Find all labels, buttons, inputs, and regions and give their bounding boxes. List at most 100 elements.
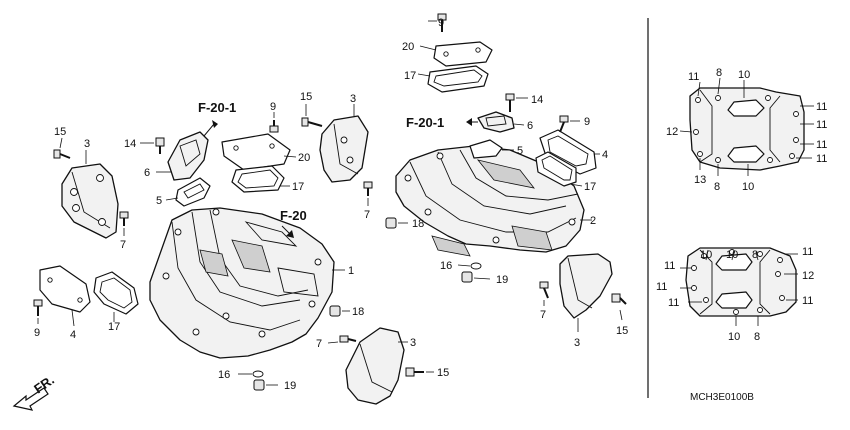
bolt-7-right — [539, 281, 549, 306]
callout-3-left: 3 — [84, 138, 90, 150]
inset-top-8-b: 8 — [714, 181, 720, 193]
bolt-9-mid — [269, 112, 279, 133]
grommet-19-right — [461, 271, 491, 283]
part-3-side-cover-right — [559, 253, 613, 332]
callout-7-bottom: 7 — [316, 338, 322, 350]
inset-bottom-12: 12 — [802, 270, 814, 282]
part-4-plate-left — [39, 265, 91, 327]
bolt-14-left — [140, 137, 165, 154]
inset-top-11-c: 11 — [816, 119, 827, 131]
inset-top-10-b: 10 — [742, 181, 754, 193]
callout-17-left: 17 — [108, 321, 120, 333]
callout-19-bottom: 19 — [284, 380, 296, 392]
ref-label-f201-right: F-20-1 — [406, 115, 444, 130]
callout-3-right: 3 — [574, 337, 580, 349]
inset-bottom-11-e: 11 — [802, 295, 813, 307]
bolt-7-center — [363, 181, 373, 206]
inset-bottom-10-c: 10 — [728, 331, 740, 343]
callout-15-bottom: 15 — [437, 367, 449, 379]
callout-20-top: 20 — [402, 41, 414, 53]
bolt-9-right — [559, 115, 580, 133]
callout-14-right: 14 — [531, 94, 543, 106]
bolt-15-right — [611, 293, 627, 321]
inset-bottom-11-b: 11 — [802, 246, 813, 258]
part-20-plate-mid — [221, 133, 297, 171]
callout-4-right: 4 — [602, 149, 608, 161]
callout-5-left: 5 — [156, 195, 162, 207]
callout-2: 2 — [590, 215, 596, 227]
front-label: FR. — [31, 372, 57, 396]
callout-9-left: 9 — [34, 327, 40, 339]
callout-5-right: 5 — [517, 145, 523, 157]
callout-17-right: 17 — [584, 181, 596, 193]
bolt-14-right — [505, 93, 528, 112]
inset-top-cover — [679, 77, 814, 176]
diagram-code: MCH3E0100B — [690, 392, 754, 403]
part-1-cover — [149, 207, 345, 359]
callout-1: 1 — [348, 265, 354, 277]
bolt-7-left — [119, 211, 129, 236]
inset-bottom-8-b: 8 — [754, 331, 760, 343]
inset-bottom-8-a: 8 — [752, 249, 758, 261]
inset-bottom-cover — [680, 247, 798, 326]
callout-9-right: 9 — [584, 116, 590, 128]
part-20-plate-top — [419, 41, 493, 67]
callout-3-bottom: 3 — [410, 337, 416, 349]
washer-16-right — [457, 262, 482, 270]
bolt-15-top — [301, 104, 323, 127]
part-17-gasket-right — [535, 151, 583, 187]
callout-14-left: 14 — [124, 138, 136, 150]
part-5-cap-right — [469, 139, 514, 159]
part-3-side-cover-left — [61, 150, 119, 239]
callout-4-left: 4 — [70, 329, 76, 341]
callout-7-left: 7 — [120, 239, 126, 251]
ref-label-f20: F-20 — [280, 208, 307, 223]
part-17-gasket-top — [417, 65, 489, 93]
washer-16-bottom — [238, 370, 264, 378]
callout-15-top: 15 — [300, 91, 312, 103]
bolt-7-bottom — [327, 335, 357, 344]
callout-9-top: 9 — [438, 17, 444, 29]
callout-17-top: 17 — [404, 70, 416, 82]
part-6-bracket-left — [156, 120, 218, 181]
callout-9-mid: 9 — [270, 101, 276, 113]
inset-top-13: 13 — [694, 174, 706, 186]
inset-bottom-11-d: 11 — [668, 297, 679, 309]
inset-bottom-10-b: 10 — [726, 249, 738, 261]
callout-6-right: 6 — [527, 120, 533, 132]
part-6-bracket-right — [466, 111, 525, 133]
part-17-gasket-left — [93, 271, 139, 322]
collar-18-bottom — [329, 305, 350, 317]
callout-16-right: 16 — [440, 260, 452, 272]
inset-top-11-b: 11 — [816, 101, 827, 113]
inset-bottom-11-c: 11 — [656, 281, 667, 293]
inset-bottom-10-a: 10 — [700, 249, 712, 261]
inset-top-11-d: 11 — [816, 139, 827, 151]
inset-top-11-e: 11 — [816, 153, 827, 165]
collar-18-top — [385, 217, 408, 229]
callout-3-top: 3 — [350, 93, 356, 105]
callout-18-bottom: 18 — [352, 306, 364, 318]
callout-6-left: 6 — [144, 167, 150, 179]
ref-label-f201-left: F-20-1 — [198, 100, 236, 115]
ref-arrowhead-f20 — [286, 230, 294, 238]
inset-top-12: 12 — [666, 126, 678, 138]
grommet-19-bottom — [253, 379, 278, 391]
callout-7-center: 7 — [364, 209, 370, 221]
front-direction-arrow — [12, 387, 49, 411]
bolt-9-top — [428, 13, 447, 32]
inset-top-10-a: 10 — [738, 69, 750, 81]
inset-top-8-a: 8 — [716, 67, 722, 79]
callout-18-top: 18 — [412, 218, 424, 230]
callout-15-right: 15 — [616, 325, 628, 337]
callout-7-right: 7 — [540, 309, 546, 321]
callout-19-right: 19 — [496, 274, 508, 286]
bolt-15-bottom — [405, 367, 434, 377]
inset-top-11-a: 11 — [688, 71, 699, 83]
part-17-gasket-mid — [231, 165, 290, 193]
bolt-9-left — [33, 299, 43, 324]
callout-20-mid: 20 — [298, 152, 310, 164]
bolt-15-left — [53, 137, 71, 159]
